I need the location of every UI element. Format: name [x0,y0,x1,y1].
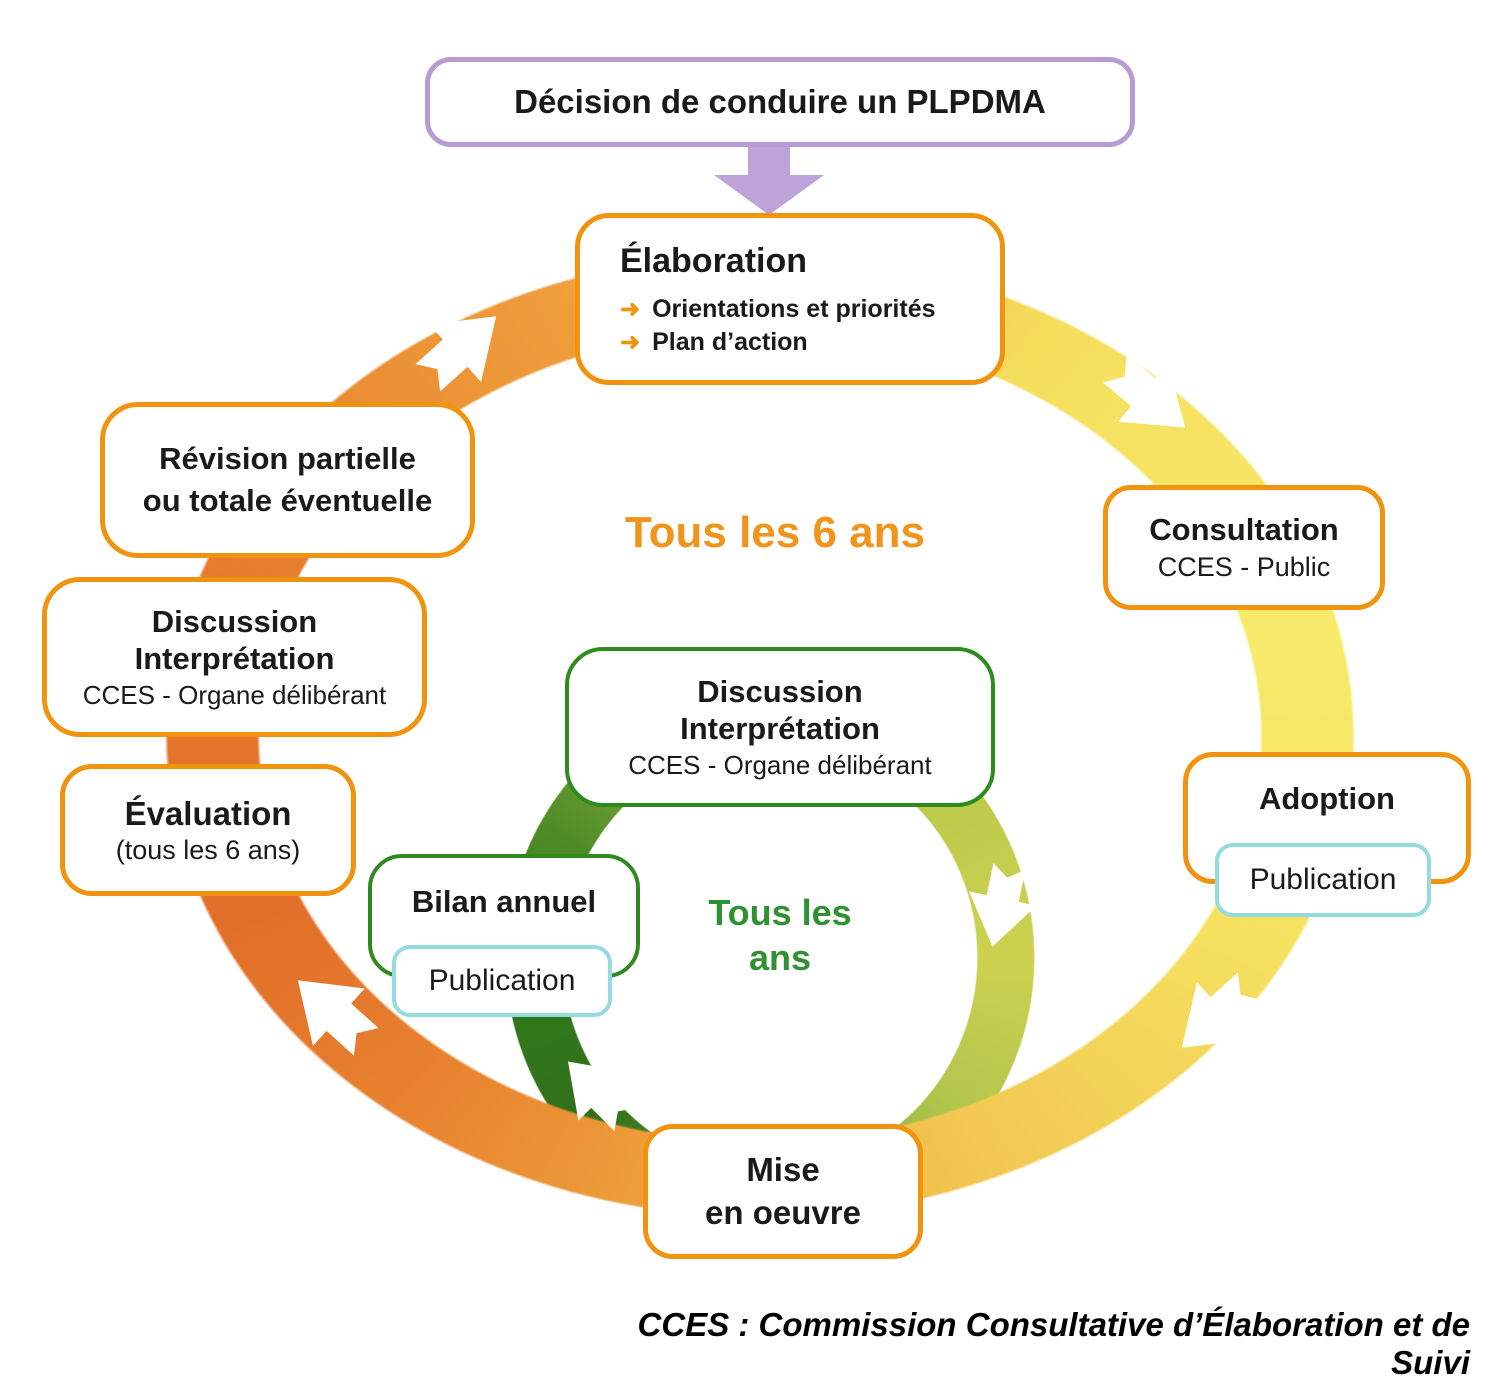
discussion-interpretation-inner-box: Discussion Interprétation CCES - Organe … [565,647,995,807]
elaboration-bullet: ➜ Plan d’action [620,328,808,357]
decision-label: Décision de conduire un PLPDMA [514,83,1046,120]
revision-line1: Révision partielle [159,441,416,477]
elaboration-bullet: ➜ Orientations et priorités [620,295,936,324]
cycle-arrow-icon [415,316,497,392]
cycle-arrow-icon [1181,972,1263,1048]
bullet-arrow-icon: ➜ [620,328,641,356]
consultation-subtitle: CCES - Public [1157,552,1331,582]
discussion-outer-line2: Interprétation [134,641,335,676]
mise-line1: Mise [746,1150,820,1188]
evaluation-title: Évaluation [124,794,292,832]
evaluation-box: Évaluation (tous les 6 ans) [60,764,356,896]
bilan-publication-box: Publication [392,945,612,1017]
discussion-inner-line1: Discussion [697,673,863,709]
mise-line2: en oeuvre [705,1193,861,1231]
adoption-publication-label: Publication [1249,863,1397,896]
revision-box: Révision partielle ou totale éventuelle [100,402,475,558]
cycle-arrow-icon [1102,354,1186,428]
discussion-interpretation-outer-box: Discussion Interprétation CCES - Organe … [42,577,427,737]
cycle-arrow-icon [969,862,1037,947]
discussion-outer-line1: Discussion [151,603,318,639]
mise-en-oeuvre-box: Mise en oeuvre [643,1124,923,1259]
revision-line2: ou totale éventuelle [142,483,433,518]
cycle-arrow-icon [297,980,379,1056]
adoption-title: Adoption [1258,781,1395,816]
consultation-title: Consultation [1149,512,1339,547]
bilan-publication-label: Publication [428,964,576,997]
decision-box: Décision de conduire un PLPDMA [425,57,1135,147]
consultation-box: Consultation CCES - Public [1103,485,1385,610]
cycle-arrow-icon [568,1061,638,1132]
evaluation-subtitle: (tous les 6 ans) [115,834,301,865]
discussion-outer-subtitle: CCES - Organe délibérant [82,680,387,711]
elaboration-bullet-label: Plan d’action [652,327,808,356]
cces-caption: CCES : Commission Consultative d’Élabora… [637,1306,1470,1380]
inner-cycle-period-line2: ans [748,937,812,978]
adoption-publication-box: Publication [1215,843,1431,917]
elaboration-bullet-label: Orientations et priorités [652,294,936,323]
inner-cycle-period-label: Tous les ans [660,890,900,980]
bilan-annuel-title: Bilan annuel [411,884,597,919]
elaboration-box: Élaboration ➜ Orientations et priorités … [575,213,1005,385]
discussion-inner-subtitle: CCES - Organe délibérant [628,750,932,781]
inner-cycle-period-line1: Tous les [708,892,852,933]
discussion-inner-line2: Interprétation [680,711,880,746]
outer-cycle-period-label: Tous les 6 ans [625,508,925,557]
elaboration-title: Élaboration [620,241,808,280]
down-arrow-icon [714,145,824,215]
bullet-arrow-icon: ➜ [620,295,641,323]
